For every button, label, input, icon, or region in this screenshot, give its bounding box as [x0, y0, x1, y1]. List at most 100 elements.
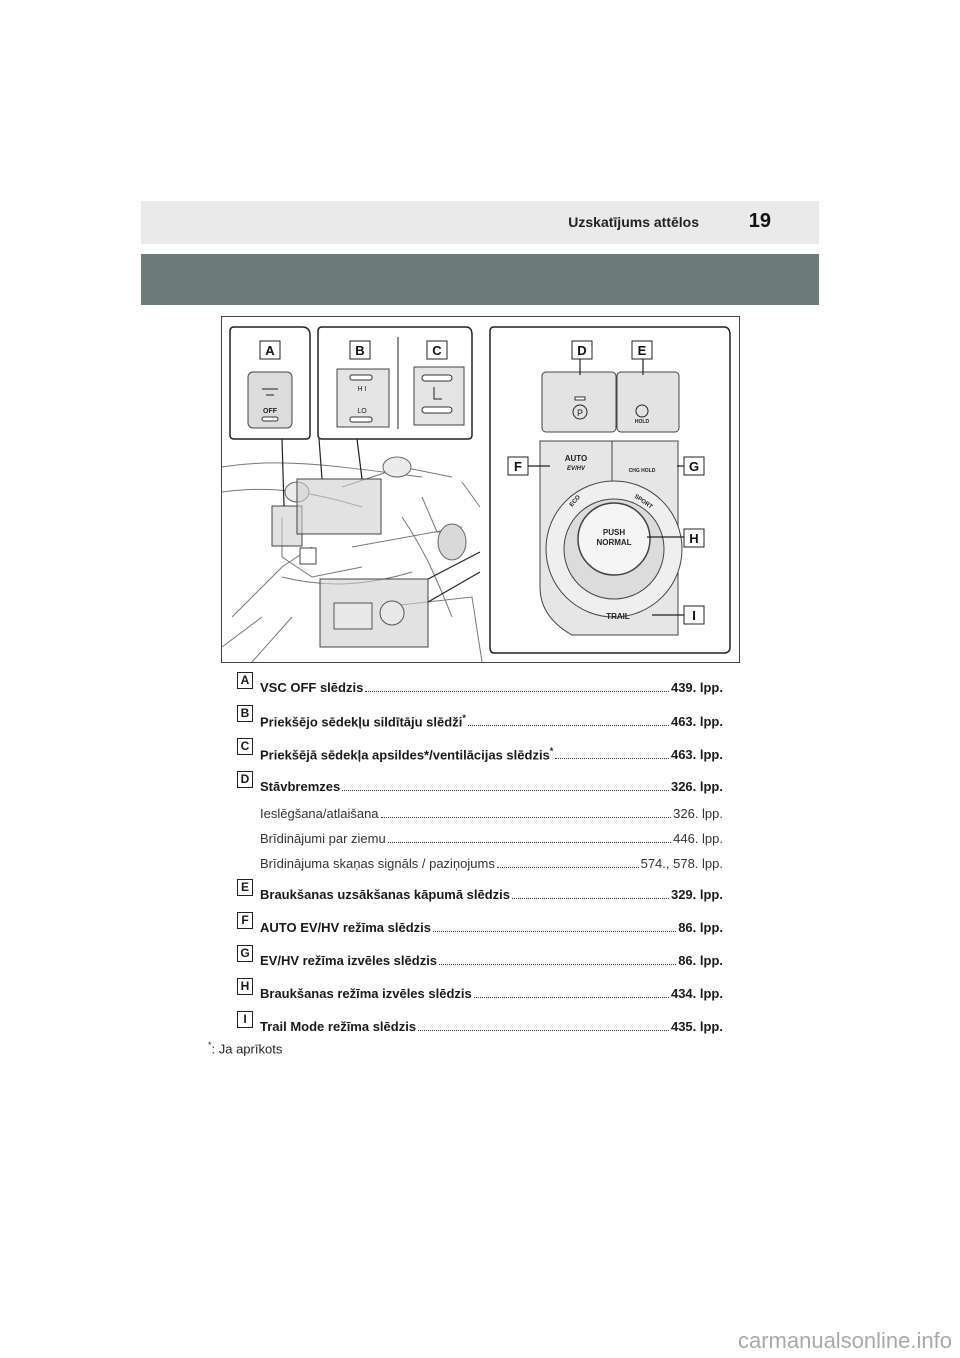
legend-entry: E Braukšanas uzsākšanas kāpumā slēdzis 329… [237, 879, 723, 912]
leader-dots [380, 807, 672, 818]
legend-row: Braukšanas uzsākšanas kāpumā slēdzis 329.… [260, 887, 723, 902]
push-text: PUSH [603, 528, 625, 537]
page-reference[interactable]: 463. lpp. [670, 747, 723, 763]
legend-entry: B Priekšējo sēdekļu sildītāju slēdži* 463.… [237, 705, 723, 738]
callout-a: A [265, 343, 275, 358]
leader-dots [387, 832, 672, 843]
page-reference[interactable]: 435. lpp. [670, 1019, 723, 1034]
chg-hold-text: CHG HOLD [629, 468, 656, 474]
page-number: 19 [748, 210, 771, 232]
footnote-ref: * [549, 746, 554, 756]
legend-entry: D Stāvbremzes 326. lpp. [237, 771, 723, 804]
normal-text: NORMAL [596, 538, 631, 547]
legend-letter: E [237, 879, 253, 896]
leader-dots [467, 715, 669, 727]
console-illustration: OFF H I LO A B C P HOLD [221, 316, 740, 663]
legend-row: Stāvbremzes 326. lpp. [260, 779, 723, 794]
legend-row: EV/HV režīma izvēles slēdzis 86. lpp. [260, 953, 723, 968]
legend-row: Priekšējo sēdekļu sildītāju slēdži* 463. … [260, 713, 723, 729]
page-reference[interactable]: 463. lpp. [670, 714, 723, 730]
footnote-text: : Ja aprīkots [211, 1041, 283, 1057]
footnote: *: Ja aprīkots [208, 1040, 282, 1056]
legend-label: Braukšanas režīma izvēles slēdzis [260, 986, 472, 1001]
callout-b: B [355, 343, 364, 358]
leader-dots [473, 987, 669, 998]
page-reference[interactable]: 574., 578. lpp. [640, 856, 723, 871]
legend-letter: F [237, 912, 253, 929]
legend-row: Trail Mode režīma slēdzis 435. lpp. [260, 1019, 723, 1034]
vsc-off-text: OFF [263, 408, 278, 415]
footnote-ref: * [462, 713, 466, 723]
legend-entry: A VSC OFF slēdzis 439. lpp. [237, 672, 723, 705]
page-reference[interactable]: 86. lpp. [678, 920, 723, 935]
legend-entry: F AUTO EV/HV režīma slēdzis 86. lpp. [237, 912, 723, 945]
legend-letter: I [237, 1011, 253, 1028]
legend-label: AUTO EV/HV režīma slēdzis [260, 920, 431, 935]
page-reference[interactable]: 434. lpp. [670, 986, 723, 1001]
hold-text: HOLD [635, 419, 650, 425]
legend-entry: H Braukšanas režīma izvēles slēdzis 434. l… [237, 978, 723, 1011]
callout-e: E [638, 343, 647, 358]
legend-row: VSC OFF slēdzis 439. lpp. [260, 680, 723, 695]
auto-text: AUTO [565, 454, 588, 463]
legend-subentry: Ieslēgšana/atlaišana 326. lpp. [237, 804, 723, 829]
watermark: carmanualsonline.info [737, 1328, 952, 1353]
callout-c: C [432, 343, 442, 358]
legend-letter: G [237, 945, 253, 962]
legend-label: Stāvbremzes [260, 779, 341, 794]
legend-list: A VSC OFF slēdzis 439. lpp. B Priekšējo sēde… [237, 672, 723, 1044]
legend-row: Priekšējā sēdekļa apsildes*/ventilācijas… [260, 746, 723, 762]
legend-entry: I Trail Mode režīma slēdzis 435. lpp. [237, 1011, 723, 1044]
legend-subentry: Brīdinājumi par ziemu 446. lpp. [237, 829, 723, 854]
legend-label: Brīdinājuma skaņas signāls / paziņojums [260, 856, 495, 871]
legend-letter: A [237, 672, 253, 689]
leader-dots [496, 857, 639, 868]
legend-letter: D [237, 771, 253, 788]
legend-subentry: Brīdinājuma skaņas signāls / paziņojums 5… [237, 854, 723, 879]
legend-letter: C [237, 738, 253, 755]
leader-dots [365, 681, 669, 692]
trail-text: TRAIL [606, 612, 630, 621]
legend-label: Ieslēgšana/atlaišana [260, 806, 379, 821]
legend-label: Priekšējo sēdekļu sildītāju slēdži* [260, 713, 466, 730]
legend-entry: C Priekšējā sēdekļa apsildes*/ventilācija… [237, 738, 723, 771]
page-reference[interactable]: 86. lpp. [678, 953, 723, 968]
legend-label: Priekšējā sēdekļa apsildes*/ventilācijas… [260, 746, 554, 763]
seat-lo-text: LO [357, 408, 367, 415]
leader-dots [342, 780, 669, 791]
leader-dots [439, 954, 677, 965]
leader-dots [555, 748, 669, 760]
callout-i: I [692, 608, 696, 623]
page-reference[interactable]: 446. lpp. [673, 831, 723, 846]
leader-dots [512, 888, 669, 899]
legend-label: Brīdinājumi par ziemu [260, 831, 386, 846]
section-title: Uzskatījums attēlos [568, 214, 699, 230]
parking-text: P [577, 408, 583, 418]
legend-row: AUTO EV/HV režīma slēdzis 86. lpp. [260, 920, 723, 935]
section-band [141, 254, 819, 305]
legend-letter: H [237, 978, 253, 995]
seat-hi-text: H I [358, 386, 367, 393]
page-reference[interactable]: 439. lpp. [670, 680, 723, 695]
legend-label: Trail Mode režīma slēdzis [260, 1019, 417, 1034]
legend-row: Braukšanas režīma izvēles slēdzis 434. lp… [260, 986, 723, 1001]
legend-label: Braukšanas uzsākšanas kāpumā slēdzis [260, 887, 511, 902]
legend-row: Brīdinājumi par ziemu 446. lpp. [260, 831, 723, 846]
callout-d: D [577, 343, 586, 358]
legend-row: Ieslēgšana/atlaišana 326. lpp. [260, 806, 723, 821]
legend-label: VSC OFF slēdzis [260, 680, 364, 695]
callout-h: H [689, 531, 698, 546]
legend-label: EV/HV režīma izvēles slēdzis [260, 953, 438, 968]
page-reference[interactable]: 329. lpp. [670, 887, 723, 902]
page-reference[interactable]: 326. lpp. [670, 779, 723, 794]
callout-g: G [689, 459, 699, 474]
legend-letter: B [237, 705, 253, 722]
footnote-mark: * [208, 1040, 212, 1050]
legend-row: Brīdinājuma skaņas signāls / paziņojums 5… [260, 856, 723, 871]
page-reference[interactable]: 326. lpp. [673, 806, 723, 821]
console-drawing: OFF H I LO A B C P HOLD [222, 326, 731, 662]
page-header: Uzskatījums attēlos 19 [141, 201, 819, 244]
callout-f: F [514, 459, 522, 474]
legend-entry: G EV/HV režīma izvēles slēdzis 86. lpp. [237, 945, 723, 978]
ev-hv-text: EV/HV [567, 466, 586, 472]
